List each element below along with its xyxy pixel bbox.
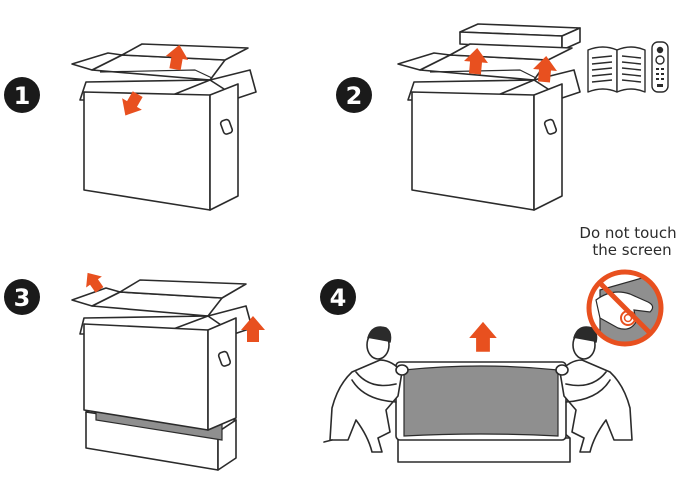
warning-label: Do not touch the screen <box>579 224 676 259</box>
step-2-number: 2 <box>346 82 363 110</box>
step-4-number: 4 <box>330 284 347 312</box>
step-2-panel: 2 <box>336 23 669 211</box>
step-1-number: 1 <box>14 82 31 110</box>
manual-book-icon <box>587 46 646 93</box>
step-1-box <box>71 43 257 211</box>
warning-line-2: the screen <box>592 241 671 259</box>
lift-tv-arrow-icon <box>469 321 497 352</box>
right-person-illustration <box>555 326 633 453</box>
step-3-number: 3 <box>14 284 31 312</box>
step-1-badge: 1 <box>4 77 40 113</box>
no-touch-screen-icon <box>586 269 664 347</box>
step-3-badge: 3 <box>4 279 40 315</box>
step-1-panel: 1 <box>4 42 257 211</box>
step-2-badge: 2 <box>336 77 372 113</box>
remote-control-icon <box>651 41 669 93</box>
tv-screen <box>395 361 567 441</box>
warning-line-1: Do not touch <box>579 224 676 242</box>
step-4-badge: 4 <box>320 279 356 315</box>
step-3-sleeve <box>71 279 253 431</box>
step-4-panel: 4 <box>320 224 677 463</box>
step-2-box <box>397 43 581 211</box>
left-person-illustration <box>323 326 409 453</box>
step-3-panel: 3 <box>4 267 265 471</box>
